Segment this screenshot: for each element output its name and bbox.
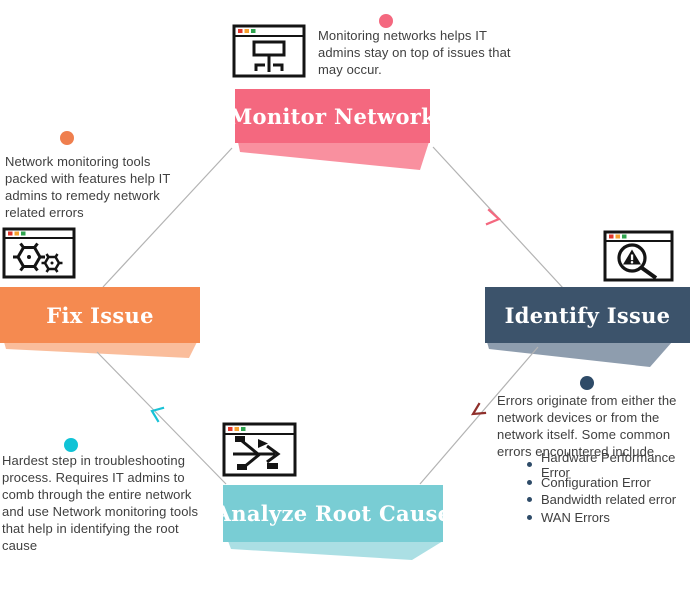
gears-window-icon — [2, 227, 76, 279]
window-dot-red — [228, 427, 233, 431]
error-types-list: Hardware Performance Error Configuration… — [527, 450, 690, 527]
stage-label-analyze-root-cause: Analyze Root Cause — [214, 501, 452, 526]
window-dot-green — [21, 231, 26, 236]
error-type-item: Bandwidth related error — [527, 491, 690, 509]
connector-identify-to-analyze — [419, 346, 539, 485]
window-dot-red — [609, 234, 614, 239]
error-type-label: WAN Errors — [541, 509, 610, 525]
connector-analyze-to-fix — [96, 351, 227, 485]
window-dot-red — [8, 231, 13, 236]
sitemap-glyph — [252, 40, 286, 72]
arrowhead-identify-to-analyze-icon — [470, 402, 487, 416]
window-dot-green — [622, 234, 627, 239]
bullet-dot-icon — [527, 462, 532, 468]
window-dot-green — [241, 427, 246, 431]
magnifier-warning-window-icon — [603, 230, 674, 282]
note-analyze-root-cause: Hardest step in troubleshooting process.… — [2, 453, 199, 553]
fishbone-window-icon — [222, 422, 297, 477]
window-dot-red — [238, 29, 243, 33]
window-dot-green — [251, 29, 256, 33]
bullet-dot-icon — [527, 497, 532, 503]
gears-glyph — [13, 242, 63, 273]
note-dot-fix — [60, 131, 74, 145]
stage-banner-fix-issue: Fix Issue — [0, 287, 200, 343]
banner-fold-fix — [4, 342, 197, 358]
fishbone-glyph — [233, 436, 281, 470]
note-dot-monitor — [379, 14, 393, 28]
arrowhead-monitor-to-identify-icon — [485, 208, 502, 226]
stage-label-identify-issue: Identify Issue — [504, 302, 671, 328]
error-type-label: Hardware Performance Error — [541, 449, 676, 480]
banner-fold-identify — [487, 342, 672, 367]
window-dot-orange — [244, 29, 249, 33]
window-dot-orange — [14, 231, 19, 236]
connector-fix-to-monitor — [102, 147, 233, 288]
note-identify-issue: Errors originate from either the network… — [497, 393, 677, 459]
stage-label-monitor-network: Monitor Network — [228, 103, 437, 129]
bullet-dot-icon — [527, 514, 532, 520]
stage-banner-identify-issue: Identify Issue — [485, 287, 690, 343]
banner-fold-monitor — [238, 142, 429, 170]
window-dot-orange — [615, 234, 620, 239]
window-dot-orange — [234, 427, 239, 431]
stage-label-fix-issue: Fix Issue — [46, 302, 154, 328]
error-type-item: WAN Errors — [527, 509, 690, 527]
error-type-label: Configuration Error — [541, 474, 651, 490]
stage-banner-analyze-root-cause: Analyze Root Cause — [215, 485, 451, 542]
bullet-dot-icon — [527, 479, 532, 485]
error-type-item: Configuration Error — [527, 474, 690, 492]
error-type-label: Bandwidth related error — [541, 492, 677, 508]
banner-fold-analyze — [228, 541, 443, 560]
network-map-window-icon — [232, 24, 306, 78]
error-type-item: Hardware Performance Error — [527, 450, 690, 480]
note-fix-issue: Network monitoring tools packed with fea… — [5, 154, 171, 220]
note-dot-analyze — [64, 438, 78, 452]
magnifier-warning-glyph — [617, 243, 658, 280]
stage-banner-monitor-network: Monitor Network — [229, 89, 436, 143]
note-monitor-network: Monitoring networks helps IT admins stay… — [318, 28, 511, 77]
note-dot-identify — [580, 376, 594, 390]
arrowhead-analyze-to-fix-icon — [150, 406, 165, 423]
